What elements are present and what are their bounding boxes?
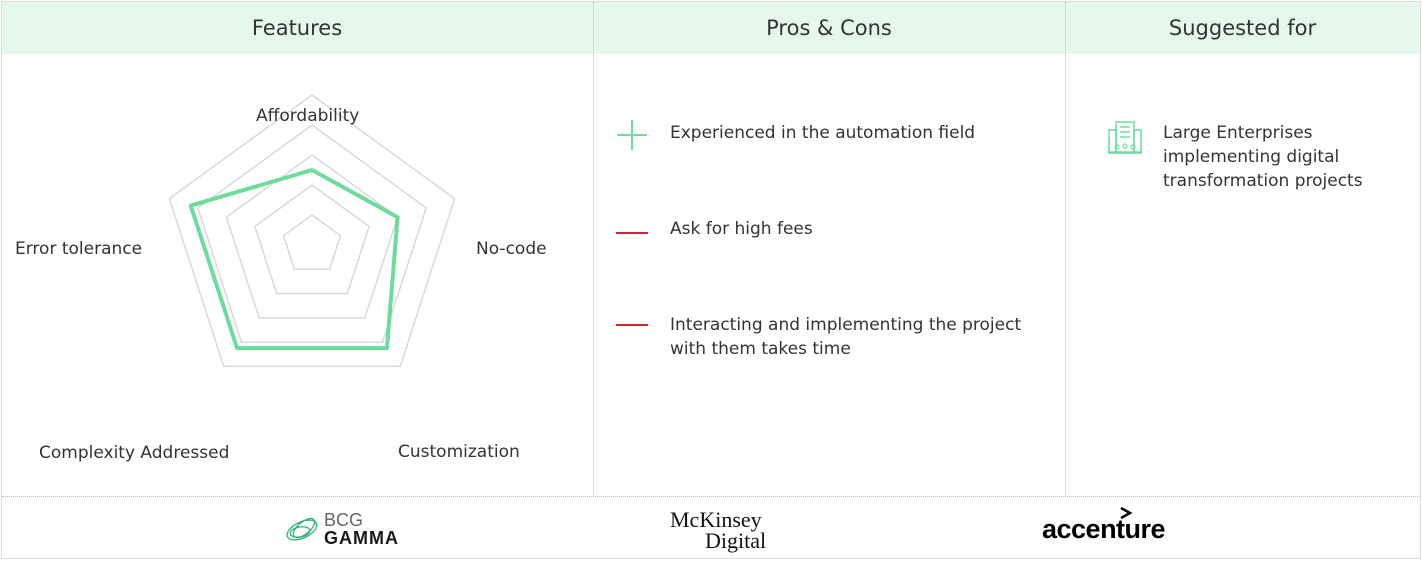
- comparison-card: [1, 1, 1421, 559]
- con-item: Ask for high fees: [615, 217, 1055, 247]
- con-item: Interacting and implementing the project…: [615, 313, 1055, 363]
- accenture-arrow-icon: [1120, 507, 1133, 519]
- logo-divider: [2, 496, 1420, 497]
- bcg-gamma-logo: BCG GAMMA: [284, 510, 424, 550]
- axis-label-no-code: No-code: [476, 239, 547, 259]
- radar-grid-ring: [225, 154, 399, 319]
- axis-label-customization: Customization: [398, 442, 520, 462]
- radar-grid-ring: [168, 94, 456, 368]
- bcg-text: BCG: [324, 510, 364, 530]
- radar-grid-ring: [254, 184, 370, 295]
- axis-label-complexity-addressed: Complexity Addressed: [39, 443, 230, 463]
- pro-item: Experienced in the automation field: [615, 120, 1055, 151]
- mckinsey-text: McKinsey: [670, 507, 762, 532]
- axis-label-error-tolerance: Error tolerance: [15, 239, 143, 259]
- digital-text: Digital: [705, 528, 767, 553]
- suggested-for-title: Suggested for: [1168, 16, 1317, 40]
- features-title: Features: [251, 16, 343, 40]
- radar-series-polygon: [188, 168, 400, 351]
- accenture-logo: accenture: [1042, 505, 1182, 545]
- office-building-icon: [1108, 121, 1142, 154]
- header-band: [2, 2, 1420, 54]
- accenture-text: accenture: [1042, 514, 1166, 544]
- minus-icon: [616, 232, 648, 234]
- radar-chart: [168, 94, 456, 368]
- plus-icon: [617, 120, 647, 150]
- pros-cons-title: Pros & Cons: [766, 16, 892, 40]
- pro-text: Experienced in the automation field: [670, 123, 976, 143]
- gamma-text: GAMMA: [324, 528, 399, 548]
- mckinsey-digital-logo: McKinsey Digital: [670, 509, 790, 553]
- bcg-swirl-icon: [286, 517, 318, 541]
- suggested-text: Large Enterprises implementing digital t…: [1163, 123, 1363, 191]
- radar-grid: [168, 94, 456, 368]
- column-divider: [593, 2, 594, 496]
- column-divider: [1065, 2, 1066, 496]
- con-text: Interacting and implementing the project…: [670, 315, 1022, 359]
- radar-grid-ring: [282, 214, 342, 271]
- minus-icon: [616, 324, 648, 326]
- axis-label-affordability: Affordability: [256, 106, 360, 126]
- radar-grid-ring: [196, 124, 428, 343]
- con-text: Ask for high fees: [670, 219, 813, 239]
